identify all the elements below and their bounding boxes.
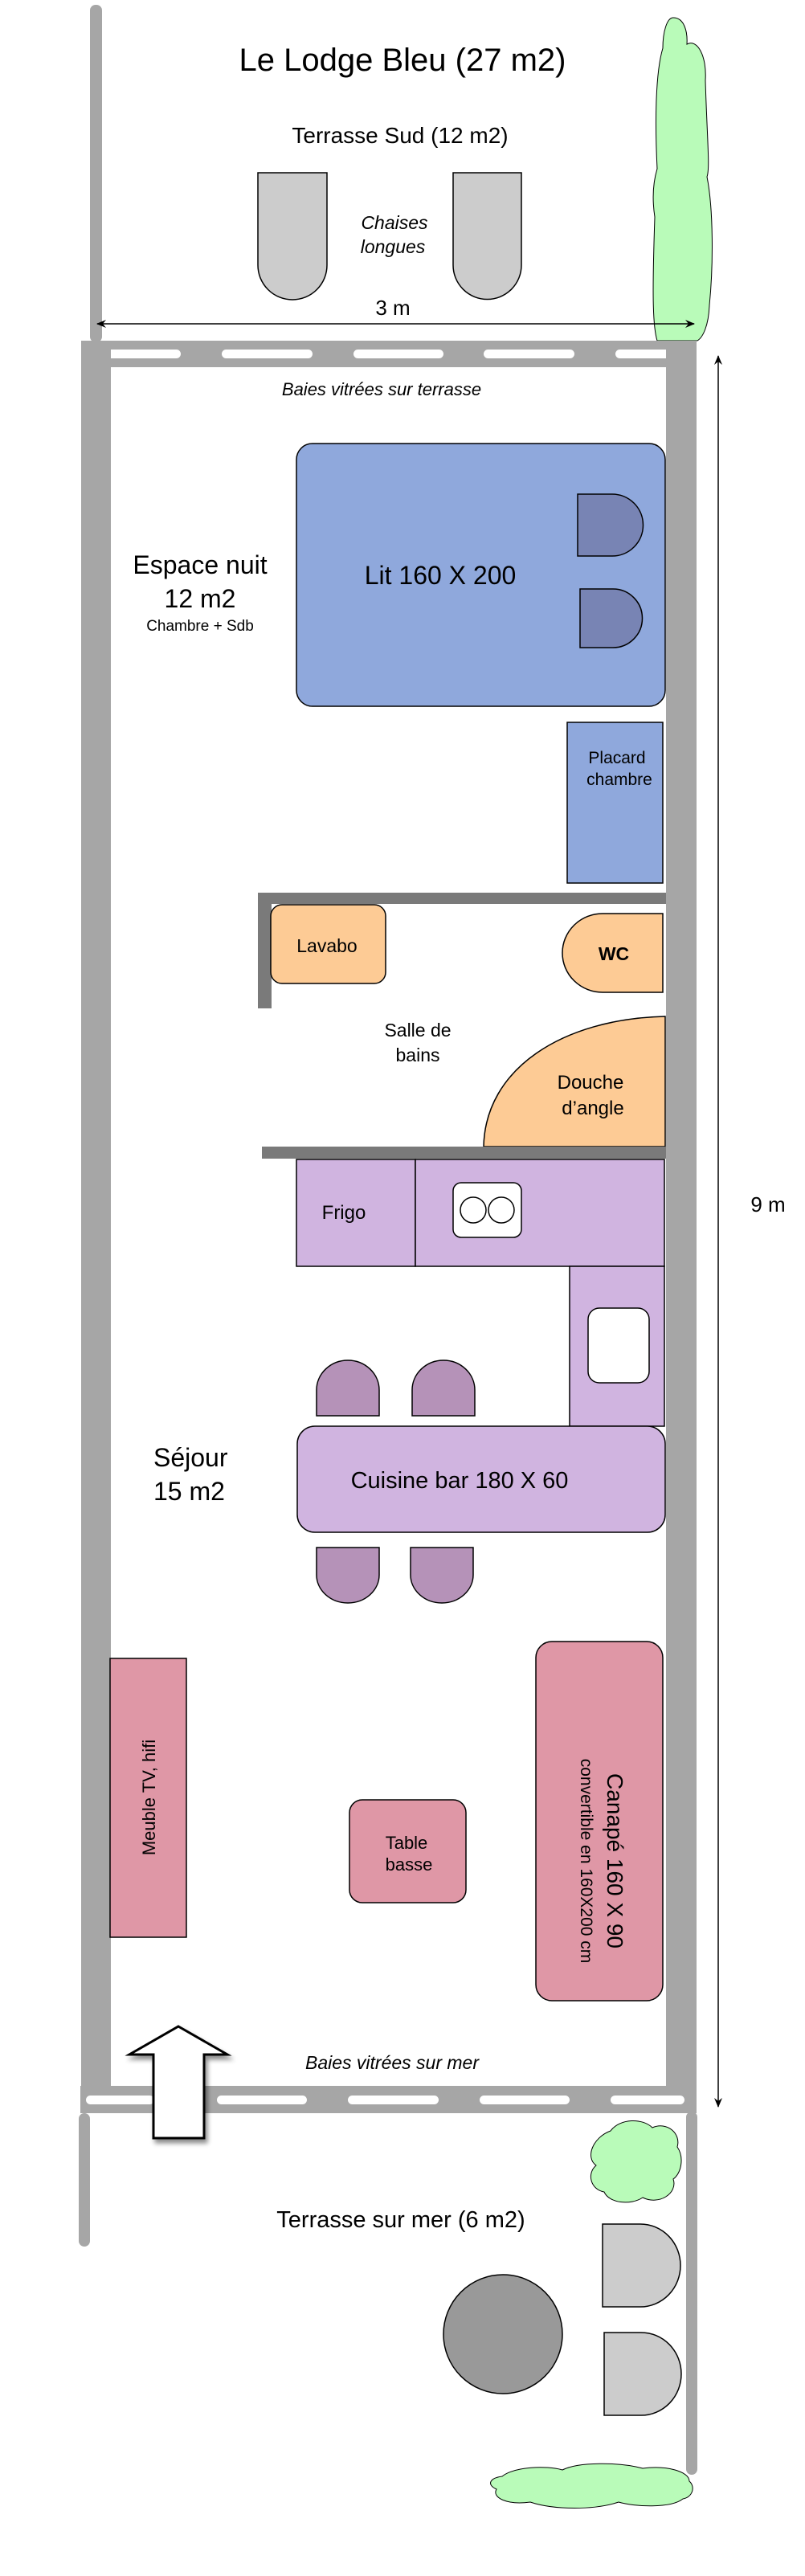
- kitchen-sink-icon: [587, 1307, 650, 1384]
- sea-terrace-label: Terrasse sur mer (6 m2): [276, 2207, 525, 2233]
- night-area-subtitle: Chambre + Sdb: [146, 618, 254, 635]
- pillow-2: [579, 588, 644, 648]
- coffee-table: [349, 1799, 467, 1903]
- windows-bottom: [86, 2096, 684, 2104]
- terrace-chair-1: [602, 2223, 681, 2308]
- bathroom-label-1: Salle de: [384, 1020, 451, 1041]
- closet: [566, 722, 664, 884]
- windows-bottom-label: Baies vitrées sur mer: [305, 2052, 480, 2073]
- round-table: [443, 2274, 563, 2394]
- entrance-arrow-icon: [125, 2025, 232, 2140]
- shower-label-2: d’angle: [562, 1098, 623, 1119]
- coffee-table-label-2: basse: [386, 1854, 433, 1875]
- lounge-chairs-label-1: Chaises: [361, 212, 428, 233]
- toilet-label: WC: [599, 943, 629, 964]
- lounge-chairs-label-2: longues: [361, 236, 426, 257]
- bathroom-wall-left: [258, 893, 272, 1008]
- lounge-chair-1: [257, 172, 328, 301]
- sea-terrace-railing-right: [686, 2112, 697, 2475]
- bed: [296, 443, 666, 707]
- closet-label-2: chambre: [586, 771, 652, 789]
- sofa-label-1: Canapé 160 X 90: [603, 1773, 627, 1948]
- wall-right: [666, 341, 697, 2100]
- closet-label-1: Placard: [588, 749, 645, 767]
- tree-icon: [652, 17, 713, 341]
- lounge-chair-2: [452, 172, 522, 301]
- toilet: [562, 913, 664, 993]
- shower-label-1: Douche: [558, 1072, 624, 1094]
- sink: [270, 904, 386, 984]
- terrace-chair-2: [603, 2332, 682, 2416]
- bathroom-wall-bottom: [262, 1147, 666, 1159]
- kitchen-bar-label: Cuisine bar 180 X 60: [351, 1468, 569, 1494]
- night-area-title: Espace nuit: [133, 550, 267, 579]
- sofa-label-2: convertible en 160X200 cm: [577, 1759, 595, 1964]
- bar-stool-4: [410, 1547, 474, 1604]
- sofa-bed: [535, 1641, 664, 2002]
- bar-stool-2: [411, 1360, 476, 1417]
- bar-stool-3: [316, 1547, 380, 1604]
- sink-label: Lavabo: [296, 935, 357, 956]
- tv-unit-label: Meuble TV, hifi: [139, 1740, 159, 1855]
- living-area-size: 15 m2: [153, 1477, 225, 1506]
- width-dimension-label: 3 m: [375, 296, 410, 320]
- bathroom-wall-top: [258, 893, 666, 904]
- tv-unit: [109, 1658, 187, 1938]
- bathroom-label-2: bains: [396, 1045, 440, 1065]
- coffee-table-label-1: Table: [386, 1833, 428, 1853]
- living-area-title: Séjour: [153, 1443, 228, 1472]
- cooktop-icon: [452, 1182, 522, 1238]
- bed-label: Lit 160 X 200: [365, 561, 517, 590]
- plan-title: Le Lodge Bleu (27 m2): [239, 43, 566, 78]
- terrace-railing-left: [90, 5, 102, 342]
- fridge-label: Frigo: [322, 1202, 366, 1224]
- night-area-size: 12 m2: [165, 584, 236, 613]
- kitchen-bar: [296, 1425, 666, 1533]
- wall-left: [81, 341, 111, 2100]
- hedge-icon: [490, 2463, 693, 2509]
- bush-icon: [590, 2120, 682, 2203]
- bar-stool-1: [316, 1360, 380, 1417]
- windows-top-label: Baies vitrées sur terrasse: [282, 379, 481, 399]
- sea-terrace-railing-left: [79, 2113, 90, 2247]
- pillow-1: [577, 493, 644, 557]
- length-dimension-label: 9 m: [750, 1192, 785, 1216]
- terrace-south-label: Terrasse Sud (12 m2): [292, 123, 508, 148]
- corner-shower: [483, 1016, 666, 1147]
